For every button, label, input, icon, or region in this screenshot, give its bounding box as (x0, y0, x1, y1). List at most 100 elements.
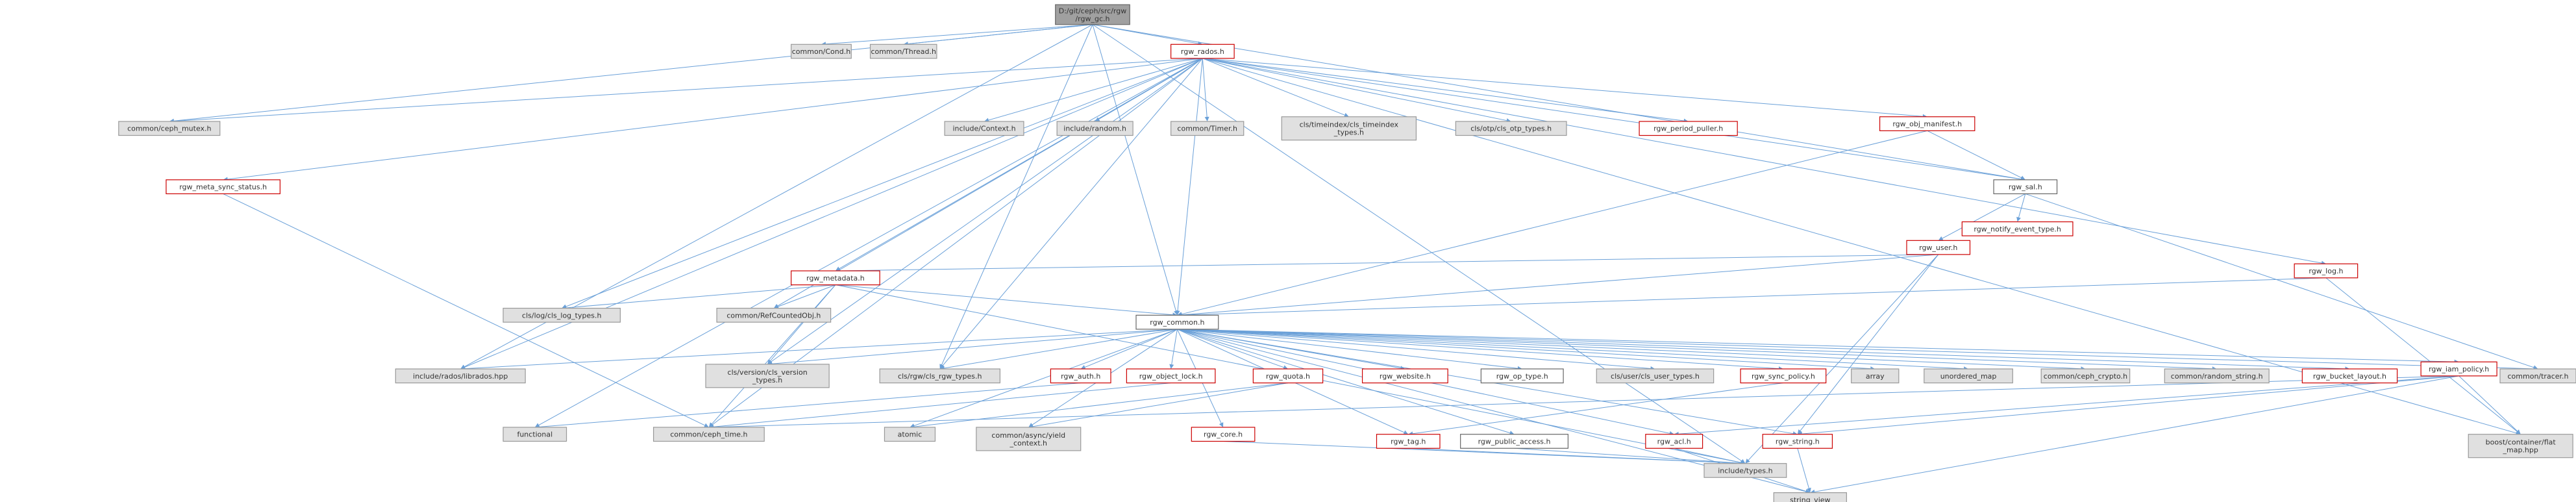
dependency-edge (835, 284, 1178, 318)
dependency-edge (939, 24, 1093, 370)
node-flat-map[interactable]: boost/container/flat_map.hpp (2468, 434, 2573, 458)
node-timer[interactable]: common/Timer.h (1170, 121, 1245, 136)
node-label: /rgw_gc.h (1075, 14, 1109, 23)
node-obj-manifest[interactable]: rgw_obj_manifest.h (1879, 116, 1975, 131)
node-atomic[interactable]: atomic (884, 427, 936, 442)
dependency-edge (939, 329, 1178, 371)
node-label: rgw_log.h (2309, 267, 2343, 275)
node-op-type[interactable]: rgw_op_type.h (1480, 368, 1564, 384)
node-label: rgw_website.h (1380, 372, 1431, 381)
node-label: D:/git/ceph/src/rgw (1059, 6, 1127, 15)
dependency-edge (821, 24, 1093, 47)
node-ceph-crypto[interactable]: common/ceph_crypto.h (2040, 368, 2131, 384)
node-random[interactable]: include/random.h (1056, 121, 1133, 136)
dependency-edge (1202, 58, 1689, 123)
node-functional[interactable]: functional (502, 427, 567, 442)
node-librados[interactable]: include/rados/librados.hpp (395, 368, 526, 384)
node-rados[interactable]: rgw_rados.h (1170, 44, 1235, 59)
node-auth[interactable]: rgw_auth.h (1050, 368, 1111, 384)
node-meta-sync[interactable]: rgw_meta_sync_status.h (166, 179, 281, 195)
node-label: rgw_sal.h (2009, 183, 2042, 192)
node-acl[interactable]: rgw_acl.h (1645, 434, 1703, 449)
node-label: unordered_map (1940, 372, 1997, 381)
node-website[interactable]: rgw_website.h (1361, 368, 1448, 384)
dependency-edge (1177, 329, 2217, 371)
dependency-edge (1177, 329, 2459, 364)
node-cls-version[interactable]: cls/version/cls_version_types.h (705, 364, 830, 388)
dependency-edge (1169, 329, 1178, 370)
node-sal[interactable]: rgw_sal.h (1993, 179, 2058, 195)
node-label: rgw_op_type.h (1496, 372, 1548, 381)
node-unordered-map[interactable]: unordered_map (1924, 368, 2013, 384)
node-ceph-mutex[interactable]: common/ceph_mutex.h (118, 121, 221, 136)
node-array[interactable]: array (1851, 368, 1900, 384)
node-label: common/Timer.h (1177, 125, 1237, 133)
dependency-edge (1177, 329, 1783, 371)
node-period[interactable]: rgw_period_puller.h (1639, 121, 1738, 136)
node-label: common/ceph_mutex.h (127, 125, 211, 133)
node-user[interactable]: rgw_user.h (1906, 240, 1971, 255)
node-label: _map.hpp (2503, 446, 2538, 455)
node-ceph-time[interactable]: common/ceph_time.h (653, 427, 765, 442)
dependency-edge (1177, 130, 1927, 317)
dependency-edge (1080, 329, 1178, 370)
node-label: common/tracer.h (2508, 372, 2569, 381)
dependency-edge (2025, 193, 2538, 370)
dependency-edge (1797, 375, 2459, 436)
node-public-access[interactable]: rgw_public_access.h (1460, 434, 1569, 449)
node-timeindex[interactable]: cls/timeindex/cls_timeindex_types.h (1281, 116, 1417, 141)
node-label: rgw_meta_sync_status.h (179, 183, 267, 192)
dependency-edge (708, 383, 1171, 429)
node-tracer[interactable]: common/tracer.h (2499, 368, 2576, 384)
dependency-edge (1092, 24, 1203, 46)
node-root[interactable]: D:/git/ceph/src/rgw/rgw_gc.h (1055, 4, 1130, 25)
node-common[interactable]: rgw_common.h (1135, 314, 1219, 330)
node-label: rgw_quota.h (1266, 372, 1310, 381)
dependency-edge (169, 58, 1203, 124)
node-thread[interactable]: common/Thread.h (869, 44, 937, 59)
dependency-edge (1797, 254, 1939, 434)
node-iam-policy[interactable]: rgw_iam_policy.h (2420, 361, 2497, 377)
dependency-edge (534, 383, 1081, 429)
dependency-edge (1028, 383, 1289, 429)
node-cls-log[interactable]: cls/log/cls_log_types.h (502, 307, 621, 323)
node-cond[interactable]: common/Cond.h (791, 44, 852, 59)
node-tag[interactable]: rgw_tag.h (1376, 434, 1441, 449)
node-bucket-layout[interactable]: rgw_bucket_layout.h (2301, 368, 2398, 384)
dependency-edge (1674, 375, 2459, 436)
node-types[interactable]: include/types.h (1703, 463, 1787, 478)
node-cls-rgw[interactable]: cls/rgw/cls_rgw_types.h (879, 368, 1001, 384)
node-label: rgw_bucket_layout.h (2313, 372, 2386, 381)
node-label: array (1866, 372, 1885, 381)
node-cls-user[interactable]: cls/user/cls_user_types.h (1596, 368, 1715, 384)
node-string-view[interactable]: string_view (1773, 492, 1847, 502)
node-label: common/random_string.h (2171, 372, 2263, 381)
dependency-edge (1202, 58, 2326, 266)
dependency-edge (223, 193, 709, 428)
node-context[interactable]: include/Context.h (944, 121, 1024, 136)
dependency-edge (1938, 193, 2026, 241)
node-refcounted[interactable]: common/RefCountedObj.h (716, 307, 832, 323)
node-label: include/random.h (1063, 125, 1126, 133)
node-label: rgw_obj_manifest.h (1892, 120, 1962, 129)
node-sync-policy[interactable]: rgw_sync_policy.h (1740, 368, 1827, 384)
node-label: include/rados/librados.hpp (413, 372, 508, 381)
dependency-edge (1177, 329, 1515, 435)
dependency-edge (773, 284, 836, 309)
node-notify[interactable]: rgw_notify_event_type.h (1961, 221, 2074, 236)
node-object-lock[interactable]: rgw_object_lock.h (1126, 368, 1216, 384)
node-label: rgw_object_lock.h (1139, 372, 1203, 381)
node-quota[interactable]: rgw_quota.h (1252, 368, 1324, 384)
node-log[interactable]: rgw_log.h (2294, 263, 2359, 279)
node-label: cls/otp/cls_otp_types.h (1470, 125, 1552, 133)
node-label: rgw_common.h (1150, 318, 1204, 327)
node-yield[interactable]: common/async/yield_context.h (976, 427, 1082, 451)
node-label: rgw_auth.h (1061, 372, 1100, 381)
node-random-string[interactable]: common/random_string.h (2164, 368, 2270, 384)
node-otp[interactable]: cls/otp/cls_otp_types.h (1455, 121, 1567, 136)
node-rgw-string[interactable]: rgw_string.h (1762, 434, 1833, 449)
node-core[interactable]: rgw_core.h (1191, 427, 1256, 442)
dependency-edge (2325, 277, 2521, 434)
node-metadata[interactable]: rgw_metadata.h (791, 270, 880, 286)
dependency-edge (2016, 194, 2026, 222)
